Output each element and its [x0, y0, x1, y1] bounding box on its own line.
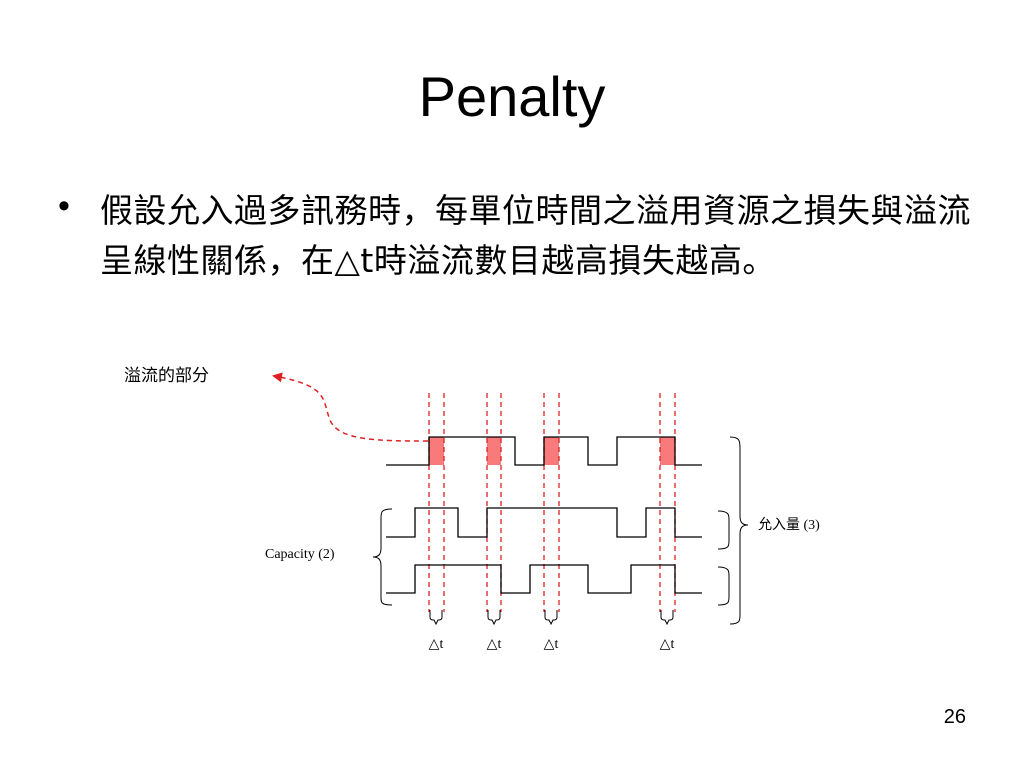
delta-t-bracket	[660, 610, 674, 626]
overflow-region	[429, 437, 444, 465]
delta-t-bracket	[544, 610, 558, 626]
capacity-signal-2	[386, 564, 702, 594]
delta-t-guides	[428, 393, 676, 612]
admitted-brace	[729, 436, 749, 625]
overflow-highlights	[429, 437, 675, 465]
capacity1-bracket	[717, 510, 730, 550]
page-title: Penalty	[418, 65, 606, 128]
delta-t-label: △t	[660, 637, 675, 652]
admitted-label: 允入量 (3)	[758, 517, 820, 533]
capacity-label: Capacity (2)	[265, 547, 335, 562]
delta-t-bracket	[487, 610, 501, 626]
overflow-region	[544, 437, 559, 465]
overflow-region	[660, 437, 675, 465]
overflow-label: 溢流的部分	[124, 366, 209, 385]
overflow-arrow	[272, 372, 429, 442]
page-number: 26	[943, 706, 966, 728]
delta-t-bracket	[429, 610, 443, 626]
capacity-signal-1	[386, 507, 702, 538]
capacity-brace	[372, 508, 393, 606]
delta-t-label: △t	[544, 637, 559, 652]
bullet-text: 假設允入過多訊務時，每單位時間之溢用資源之損失與溢流呈線性關係，在△t時溢流數目…	[100, 191, 971, 280]
capacity2-bracket	[717, 566, 730, 606]
bullet-point: •	[58, 187, 70, 225]
admitted-signal	[386, 436, 702, 466]
overflow-region	[487, 437, 501, 465]
delta-t-label: △t	[487, 637, 502, 652]
delta-t-label: △t	[429, 637, 444, 652]
